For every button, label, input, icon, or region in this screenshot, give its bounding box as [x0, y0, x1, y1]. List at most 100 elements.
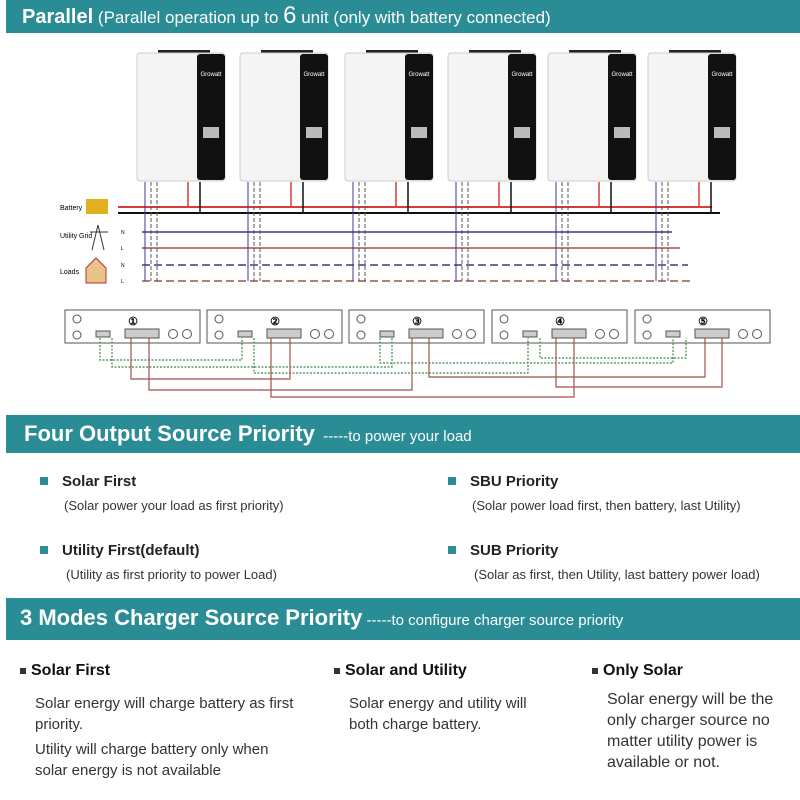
port-circle — [466, 329, 476, 339]
mode-title: Only Solar — [603, 662, 684, 679]
inverter-display — [203, 127, 219, 138]
growatt-logo: Growatt — [511, 72, 532, 78]
output-item-sub: SUB Priority (Solar as first, then Utilit… — [448, 542, 760, 582]
inverter-display — [306, 127, 322, 138]
unit-count: 6 — [283, 2, 297, 29]
line-label-l: L — [121, 246, 124, 252]
inverter-front-panel — [197, 54, 225, 180]
bullet-icon — [592, 668, 598, 674]
bullet-icon — [334, 668, 340, 674]
bullet-icon — [40, 546, 48, 554]
growatt-logo: Growatt — [303, 72, 324, 78]
port-circle — [310, 329, 320, 339]
parallel-wiring-diagram: Growatt Growatt Growatt Growatt Growatt Growa… — [60, 50, 771, 398]
share-port — [665, 330, 681, 338]
port-circle — [452, 329, 462, 339]
inverter-front-panel — [608, 54, 636, 180]
parallel-comm-cable — [428, 338, 706, 378]
port-circle — [72, 314, 82, 324]
charger-priority-header: 3 Modes Charger Source Priority -----to … — [6, 598, 800, 640]
mode-title: Solar First — [31, 662, 111, 679]
port-circle — [168, 329, 178, 339]
inverter-front-panel — [708, 54, 736, 180]
item-desc: (Utility as first priority to power Load… — [66, 567, 277, 582]
inverter-handle — [569, 50, 621, 53]
item-desc: (Solar power load first, then battery, l… — [472, 498, 741, 513]
parallel-comm-cable — [555, 338, 723, 388]
inverter-handle — [366, 50, 418, 53]
parallel-comm-cable — [130, 338, 291, 380]
item-desc: (Solar as first, then Utility, last batt… — [474, 567, 760, 582]
mode-desc: Solar energy and utility will both charg… — [349, 695, 527, 733]
port-circle — [642, 330, 652, 340]
output-priority-header: Four Output Source Priority -----to powe… — [6, 415, 800, 453]
port-circle — [356, 314, 366, 324]
item-title: Solar First — [62, 473, 137, 490]
port-circle — [72, 330, 82, 340]
share-port — [237, 330, 253, 338]
battery-icon — [86, 199, 108, 214]
header-subtitle-end: unit (only with battery connected) — [296, 8, 551, 27]
share-port — [522, 330, 538, 338]
item-title: SBU Priority — [470, 473, 559, 490]
inverter-display — [614, 127, 630, 138]
growatt-logo: Growatt — [711, 72, 732, 78]
charger-priority-title: 3 Modes Charger Source Priority — [20, 605, 363, 630]
port-circle — [642, 314, 652, 324]
inverter-display — [411, 127, 427, 138]
port-circle — [595, 329, 605, 339]
parallel-comm-port — [124, 328, 160, 339]
output-item-solar-first: Solar First (Solar power your load as fir… — [40, 473, 284, 513]
port-circle — [214, 314, 224, 324]
growatt-logo: Growatt — [611, 72, 632, 78]
port-circle — [499, 314, 509, 324]
board-number: ⑤ — [698, 316, 708, 328]
parallel-comm-cable — [148, 338, 413, 391]
board-number: ② — [270, 316, 280, 328]
port-circle — [356, 330, 366, 340]
port-circle — [182, 329, 192, 339]
board-number: ③ — [412, 316, 422, 328]
inverter-handle — [158, 50, 210, 53]
header-subtitle: (Parallel operation up to — [97, 8, 284, 27]
parallel-comm-port — [266, 328, 302, 339]
output-priority-title: Four Output Source Priority — [24, 421, 315, 446]
port-circle — [609, 329, 619, 339]
header-title: Parallel — [22, 6, 94, 28]
bullet-icon — [448, 546, 456, 554]
inverter-handle — [669, 50, 721, 53]
line-label-l: L — [121, 279, 124, 285]
port-circle — [738, 329, 748, 339]
bullet-icon — [20, 668, 26, 674]
loads-label: Loads — [60, 269, 80, 276]
charger-priority-subtitle: -----to configure charger source priorit… — [366, 612, 624, 629]
mode-desc-2: Utility will charge battery only when so… — [35, 741, 269, 779]
house-icon — [85, 257, 107, 284]
bullet-icon — [40, 477, 48, 485]
board-number: ④ — [555, 316, 565, 328]
current-share-cable — [539, 338, 687, 359]
line-label-n: N — [121, 230, 125, 236]
bullet-icon — [448, 477, 456, 485]
item-desc: (Solar power your load as first priority… — [64, 498, 284, 513]
current-share-cable — [253, 338, 529, 374]
growatt-logo: Growatt — [408, 72, 429, 78]
parallel-comm-port — [694, 328, 730, 339]
current-share-cable — [99, 338, 243, 361]
parallel-comm-port — [551, 328, 587, 339]
line-label-n: N — [121, 263, 125, 269]
output-priority-subtitle: -----to power your load — [323, 428, 472, 445]
inverter-display — [714, 127, 730, 138]
output-item-utility-first: Utility First(default) (Utility as first … — [40, 542, 277, 582]
item-title: Utility First(default) — [62, 542, 200, 559]
parallel-comm-cable — [270, 338, 575, 398]
port-circle — [752, 329, 762, 339]
item-title: SUB Priority — [470, 542, 559, 559]
growatt-logo: Growatt — [200, 72, 221, 78]
port-circle — [214, 330, 224, 340]
port-circle — [324, 329, 334, 339]
battery-label: Battery — [60, 205, 83, 212]
inverter-front-panel — [405, 54, 433, 180]
